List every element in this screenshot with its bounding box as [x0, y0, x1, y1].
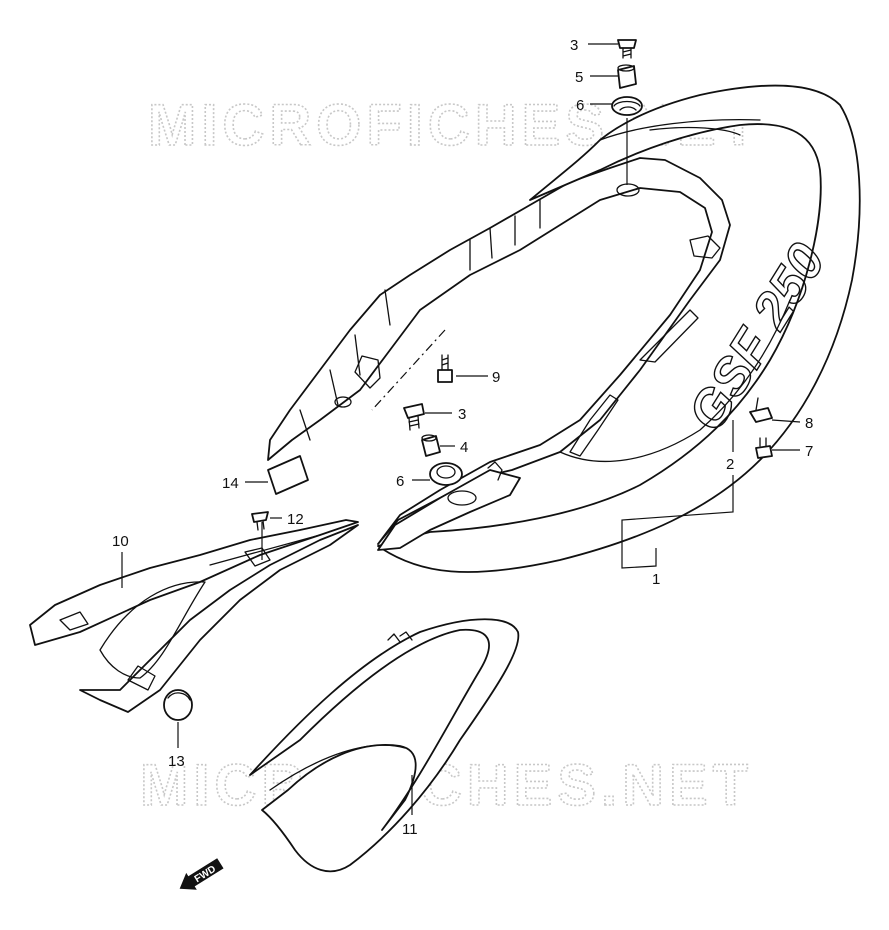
callout-3-top: 3 [570, 37, 578, 54]
screw-part-3-top [617, 39, 637, 59]
assembly-line [371, 329, 446, 411]
screw-part-3-middle [403, 403, 425, 431]
callout-1: 1 [652, 571, 660, 588]
callout-7: 7 [805, 443, 813, 460]
collar-part-4 [421, 434, 441, 457]
callout-6-top: 6 [576, 97, 584, 114]
frame-cover-part-1: GSF 250 [267, 84, 861, 573]
callout-3-middle: 3 [458, 406, 466, 423]
callout-4: 4 [460, 439, 468, 456]
side-cover-lower-part-11 [249, 618, 520, 873]
callout-12: 12 [287, 511, 304, 528]
callout-10: 10 [112, 533, 129, 550]
callout-14: 14 [222, 475, 239, 492]
collar-part-5 [617, 64, 637, 89]
bolt-part-9 [437, 354, 453, 383]
callout-13: 13 [168, 753, 185, 770]
callout-leaders [121, 43, 801, 815]
callout-6-middle: 6 [396, 473, 404, 490]
screw-part-12 [251, 511, 269, 531]
callout-5: 5 [575, 69, 583, 86]
callout-8: 8 [805, 415, 813, 432]
pad-part-14 [267, 455, 309, 495]
screw-part-7 [755, 437, 773, 459]
callout-11: 11 [402, 821, 418, 838]
clip-part-8 [749, 397, 773, 423]
forward-arrow-icon: FWD [179, 858, 224, 890]
watermark-bottom: MICROFICHES.NET [140, 753, 753, 818]
cushion-part-13 [163, 689, 193, 721]
side-cover-left-part-10 [29, 519, 359, 713]
callout-9: 9 [492, 369, 500, 386]
grommet-part-6-middle [429, 462, 463, 486]
callout-2: 2 [726, 456, 734, 473]
grommet-part-6-top [611, 96, 643, 116]
